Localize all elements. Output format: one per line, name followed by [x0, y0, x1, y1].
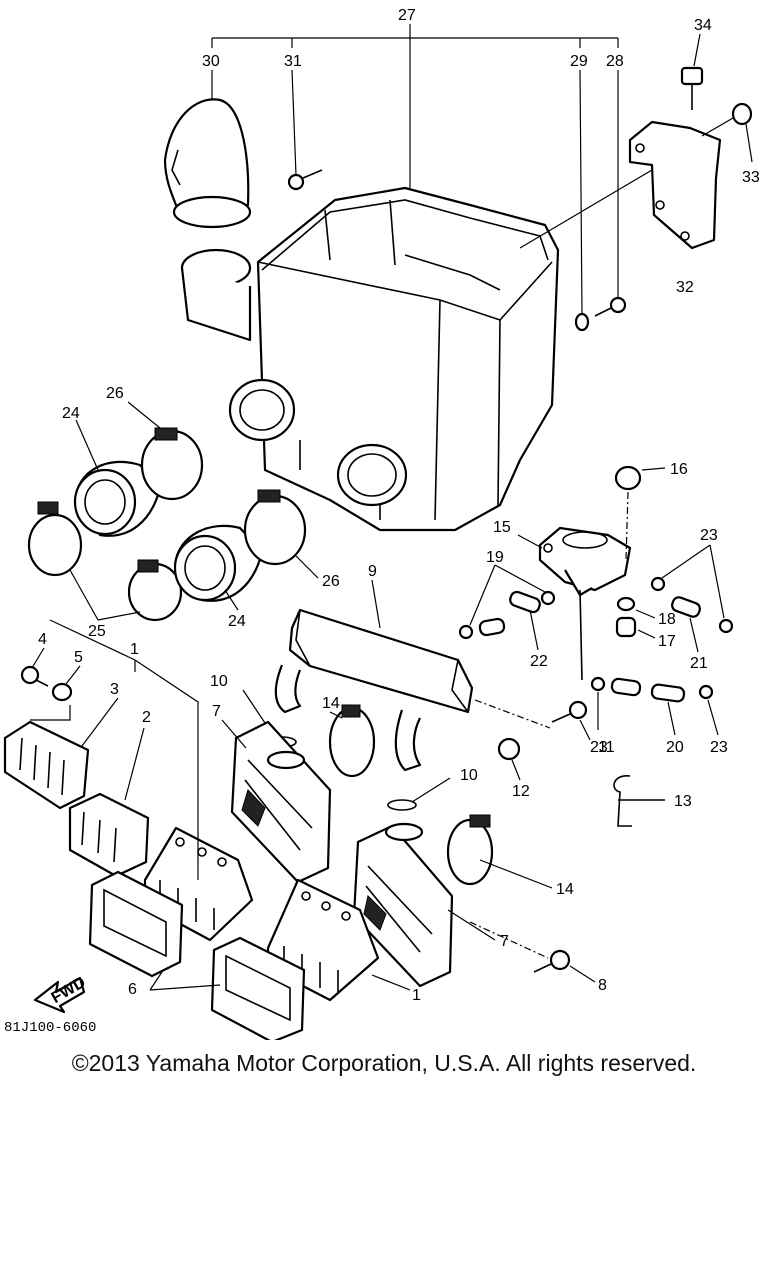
callout-9: 9 — [368, 563, 377, 580]
gasket-6-upper — [88, 870, 184, 978]
callout-14-upper: 14 — [322, 695, 340, 712]
callout-31: 31 — [284, 53, 302, 70]
washer-5 — [51, 665, 81, 702]
intake-duct — [163, 70, 252, 229]
bolt-11 — [551, 700, 591, 741]
callout-2: 2 — [142, 709, 151, 726]
hose-21 — [650, 544, 734, 653]
band-10-lower — [387, 777, 451, 811]
callout-20: 20 — [666, 739, 684, 756]
callout-23-middle: 23 — [590, 739, 608, 756]
nut-16 — [614, 465, 666, 561]
callout-1-lower: 1 — [412, 987, 421, 1004]
oil-tank-9 — [274, 579, 551, 772]
callout-24-upper: 24 — [62, 405, 80, 422]
clamp-25-lower — [69, 559, 183, 622]
part-18 — [616, 596, 656, 619]
callout-10-upper: 10 — [210, 673, 228, 690]
callout-1-bracket — [30, 619, 199, 880]
bracket-32 — [519, 120, 722, 250]
callout-28: 28 — [606, 53, 624, 70]
hose-22 — [509, 590, 541, 651]
nut-33 — [701, 102, 753, 163]
reed-petal-2 — [68, 727, 150, 878]
callout-22: 22 — [530, 653, 548, 670]
reed-stopper-3 — [3, 697, 119, 810]
clamp-14-upper — [328, 704, 376, 778]
callout-26-lower: 26 — [322, 573, 340, 590]
bolt-34 — [680, 33, 704, 110]
callout-18: 18 — [658, 611, 676, 628]
callout-32: 32 — [676, 279, 694, 296]
callout-4: 4 — [38, 631, 47, 648]
callout-30: 30 — [202, 53, 220, 70]
callout-33: 33 — [742, 169, 760, 186]
callout-labels: 27 30 31 29 28 34 33 32 26 24 16 15 23 1… — [38, 7, 760, 1004]
callout-8: 8 — [598, 977, 607, 994]
callout-17: 17 — [658, 633, 676, 650]
clamp-26-lower — [243, 489, 319, 579]
bolt-4 — [20, 647, 49, 687]
callout-16: 16 — [670, 461, 688, 478]
oil-pump-15 — [517, 526, 632, 597]
callout-34: 34 — [694, 17, 712, 34]
callout-12: 12 — [512, 783, 530, 800]
callout-6: 6 — [128, 981, 137, 998]
callout-24-lower: 24 — [228, 613, 246, 630]
callout-21: 21 — [690, 655, 708, 672]
joint-24-upper — [73, 419, 162, 537]
bolt-31 — [287, 69, 323, 191]
callout-23-right: 23 — [700, 527, 718, 544]
nut-12 — [497, 737, 521, 781]
gasket-6-lower — [149, 936, 306, 1040]
catalog-code: 81J100-6060 — [4, 1020, 97, 1036]
callout-7-upper: 7 — [212, 703, 221, 720]
callout-11: 11 — [598, 739, 615, 756]
exploded-parts-diagram: FWD 27 30 31 29 28 34 33 32 26 24 16 15 … — [3, 7, 760, 1040]
air-box-silencer — [180, 186, 560, 532]
callout-27: 27 — [398, 7, 416, 24]
callout-25: 25 — [88, 623, 106, 640]
callout-13: 13 — [674, 793, 692, 810]
hose-20 — [579, 589, 719, 736]
clamp-14-lower — [446, 814, 553, 889]
callout-26-upper: 26 — [106, 385, 124, 402]
callout-27-bracket — [211, 24, 619, 188]
forward-direction-arrow: FWD — [33, 974, 89, 1014]
callout-10-lower: 10 — [460, 767, 478, 784]
manifold-7-upper — [221, 719, 332, 884]
callout-23-lower: 23 — [710, 739, 728, 756]
part-17 — [615, 616, 656, 639]
callout-19: 19 — [486, 549, 504, 566]
clamp-26-upper — [127, 401, 204, 501]
callout-7-lower: 7 — [500, 933, 509, 950]
callout-5: 5 — [74, 649, 83, 666]
callout-29: 29 — [570, 53, 588, 70]
manifold-7-lower — [352, 822, 496, 988]
joint-24-lower — [173, 524, 264, 611]
callout-3: 3 — [110, 681, 119, 698]
copyright-notice: ©2013 Yamaha Motor Corporation, U.S.A. A… — [71, 1050, 697, 1076]
hose-19-set — [458, 564, 556, 640]
callout-15: 15 — [493, 519, 511, 536]
bolt-28-washer-29 — [574, 69, 627, 332]
clamp-25-left — [27, 501, 83, 577]
callout-1-upper: 1 — [130, 641, 139, 658]
callout-14-lower: 14 — [556, 881, 574, 898]
clip-13 — [613, 775, 665, 827]
bolt-8 — [469, 921, 596, 983]
